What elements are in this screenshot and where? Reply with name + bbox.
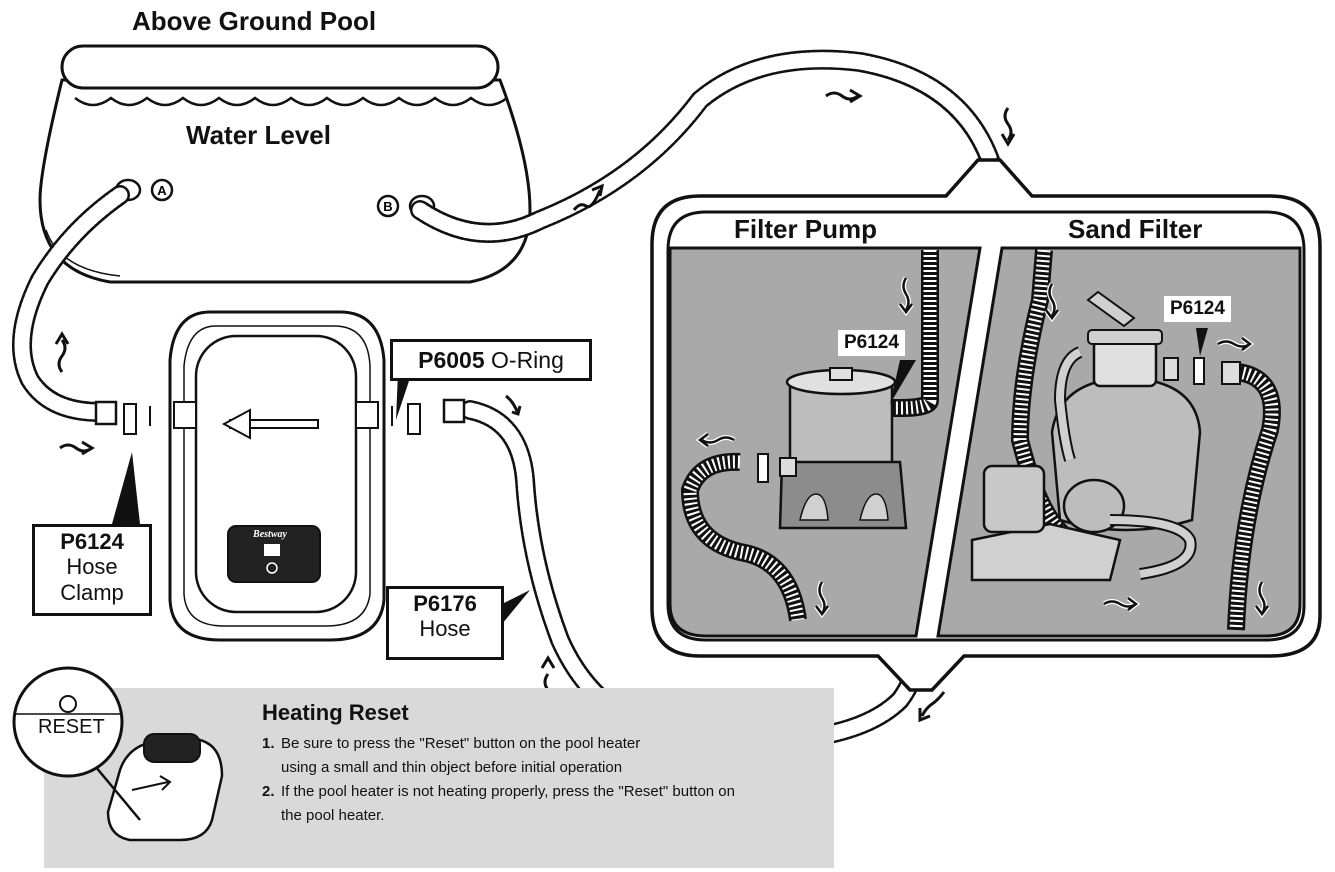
filter-pump-clamp-icon xyxy=(757,453,769,483)
filter-pump-illustration xyxy=(778,367,908,530)
flow-arrow-icon xyxy=(54,331,70,373)
flow-arrow-icon xyxy=(505,394,522,416)
hose-clamp-callout: P6124 Hose Clamp xyxy=(32,524,152,616)
hose-code: P6176 xyxy=(413,591,477,616)
flow-arrow-icon xyxy=(572,183,605,211)
hose-end-left xyxy=(94,400,118,426)
reset-step: 2. If the pool heater is not heating pro… xyxy=(262,780,822,828)
hose-clamp-code: P6124 xyxy=(60,529,124,554)
flow-arrow-icon xyxy=(825,88,863,104)
filter-pump-title: Filter Pump xyxy=(734,214,878,244)
pool-title: Above Ground Pool xyxy=(132,6,377,36)
sand-filter-illustration xyxy=(970,290,1202,582)
flow-arrow-icon xyxy=(1000,107,1016,147)
heater-fittings xyxy=(112,372,530,624)
hose-end-right xyxy=(442,398,466,424)
oring-callout: P6005 O-Ring xyxy=(390,339,592,381)
right-hose-clamp-icon xyxy=(407,403,421,435)
filter-pump-clamp-label: P6124 xyxy=(838,330,905,356)
left-hose-clamp-icon xyxy=(123,403,137,435)
heating-reset-title: Heating Reset xyxy=(262,700,409,725)
sand-filter-clamp-icon xyxy=(1193,357,1205,385)
heating-reset-instructions: Heating Reset 1. Be sure to press the "R… xyxy=(262,700,822,828)
inlet-b-letter: B xyxy=(383,199,392,214)
reset-step-number: 1. xyxy=(262,735,275,752)
flow-arrow-icon xyxy=(540,655,556,691)
sand-filter-title: Sand Filter xyxy=(1068,214,1203,244)
water-level-label: Water Level xyxy=(186,120,331,150)
heater-brand-logo: Bestway xyxy=(252,529,287,540)
inlet-a-marker xyxy=(150,178,174,202)
filter-panel xyxy=(650,158,1322,692)
power-icon xyxy=(266,562,278,574)
hose-callout: P6176 Hose xyxy=(386,586,504,660)
oring-text: O-Ring xyxy=(491,347,564,373)
reset-inset xyxy=(12,666,834,868)
inlet-b-marker xyxy=(376,194,400,218)
hose-text: Hose xyxy=(419,616,471,642)
hose-clamp-line2: Clamp xyxy=(60,579,124,605)
flow-arrow-icon xyxy=(59,440,95,456)
reset-button-magnifier xyxy=(12,666,124,778)
reset-step-text: If the pool heater is not heating proper… xyxy=(281,783,735,824)
reset-button-label: RESET xyxy=(38,716,105,738)
oring-code: P6005 xyxy=(418,347,485,373)
sand-filter-clamp-label: P6124 xyxy=(1164,296,1231,322)
reset-button-icon xyxy=(59,695,77,713)
flow-arrow-icon xyxy=(918,691,946,723)
reset-step: 1. Be sure to press the "Reset" button o… xyxy=(262,732,822,780)
above-ground-pool xyxy=(38,44,532,284)
pool-heater-illustration xyxy=(168,310,386,642)
water-level-wave xyxy=(74,96,508,107)
reset-step-number: 2. xyxy=(262,783,275,800)
inlet-a-letter: A xyxy=(157,183,167,198)
hose-clamp-line1: Hose xyxy=(66,554,118,580)
reset-step-text: Be sure to press the "Reset" button on t… xyxy=(281,735,641,776)
